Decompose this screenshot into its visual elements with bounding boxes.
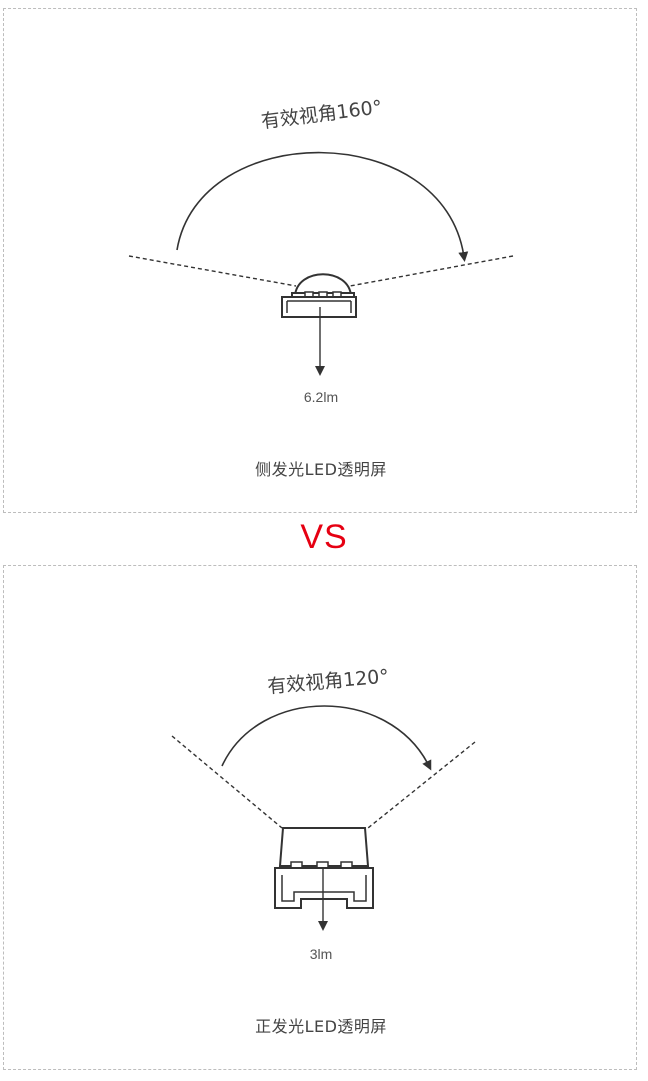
lumen-value: 6.2lm (303, 389, 339, 405)
lumen-value: 3lm (309, 946, 333, 962)
panel-caption: 正发光LED透明屏 (255, 1017, 387, 1036)
angle-label: 有效视角160° (260, 96, 384, 133)
front-emitting-panel: 有效视角120° 3lm 正发光LED透明屏 (3, 565, 637, 1070)
front-emitting-diagram: 有效视角120° (171, 665, 476, 931)
panel-caption: 侧发光LED透明屏 (255, 460, 387, 479)
viewing-angle-right-line (367, 741, 476, 829)
angle-label: 有效视角120° (267, 665, 390, 698)
viewing-angle-left-line (171, 735, 283, 829)
side-emitting-panel: 有效视角160° 6.2lm 侧发光LED透明屏 (3, 8, 637, 513)
viewing-angle-left-line (128, 255, 297, 287)
side-led-icon (281, 273, 357, 318)
viewing-angle-arc (176, 151, 469, 262)
vs-label: VS (300, 518, 348, 556)
viewing-angle-arc (221, 705, 432, 771)
viewing-angle-right-line (349, 255, 514, 287)
front-led-icon (274, 827, 374, 909)
side-emitting-diagram: 有效视角160° (128, 96, 514, 376)
